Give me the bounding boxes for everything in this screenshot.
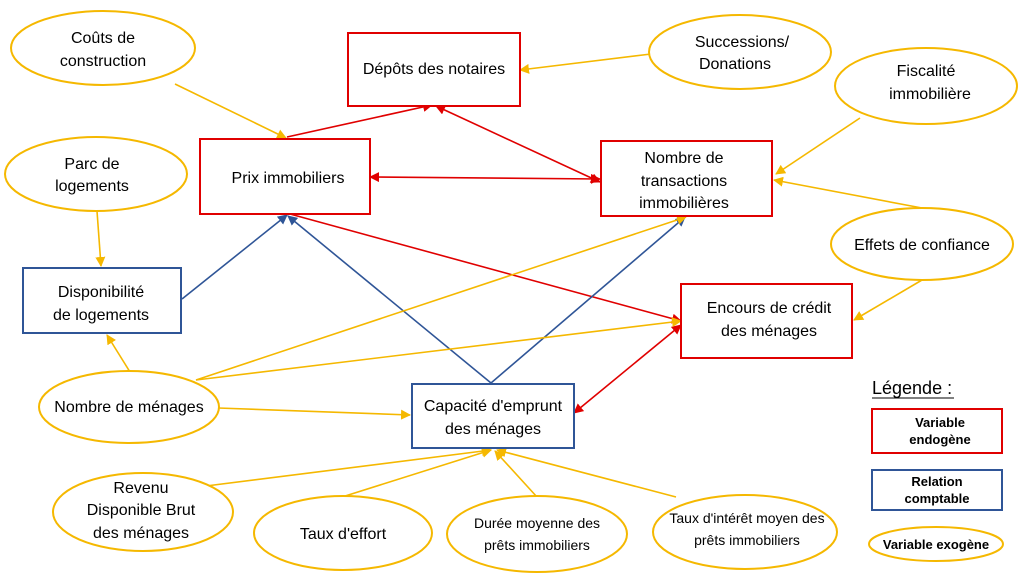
edge-menages-to-disponibilite <box>106 334 131 373</box>
node-successions-donations: Successions/ Donations <box>648 14 832 90</box>
node-label-line: Capacité d'emprunt <box>424 398 563 415</box>
node-label-line: de logements <box>53 307 149 324</box>
node-label-line: Encours de crédit <box>707 300 832 317</box>
edge-parc-to-disponibilite <box>95 210 106 267</box>
node-label-line: des ménages <box>445 421 541 438</box>
legend-endogenous: Variable endogène <box>871 408 1003 454</box>
node-taux-interet: Taux d'intérêt moyen des prêts immobilie… <box>652 494 838 570</box>
legend-label-line: endogène <box>909 432 970 447</box>
node-label-line: Disponibilité <box>58 284 144 301</box>
node-label-line: Fiscalité <box>897 63 956 80</box>
node-label-line: Successions/ <box>695 34 790 51</box>
node-label-line: des ménages <box>721 323 817 340</box>
edge-menages-to-encours <box>195 317 682 381</box>
edge-menages-to-capacite <box>217 407 411 420</box>
node-label-line: immobilières <box>639 195 729 212</box>
node-label-line: Coûts de <box>71 30 135 47</box>
legend-label-line: Relation <box>911 474 962 489</box>
node-label-line: prêts immobiliers <box>484 537 590 553</box>
node-label-line: immobilière <box>889 86 971 103</box>
node-label-line: Donations <box>699 56 771 73</box>
edge-prix-to-encours <box>289 213 682 324</box>
node-label: Taux d'effort <box>300 526 387 543</box>
node-effets-confiance: Effets de confiance <box>830 207 1014 281</box>
edge-confiance-to-encours <box>853 279 923 321</box>
node-label-line: prêts immobiliers <box>694 532 800 548</box>
legend-title: Légende : <box>872 378 952 398</box>
legend-accounting: Relation comptable <box>871 469 1003 511</box>
node-fiscalite-immobiliere: Fiscalité immobilière <box>834 47 1018 125</box>
node-nombre-transactions: Nombre de transactions immobilières <box>600 140 773 217</box>
node-label: Effets de confiance <box>854 237 990 254</box>
node-label-line: Revenu <box>113 480 168 497</box>
edge-menages-to-transactions <box>195 215 687 381</box>
accounting-nodes: Disponibilité de logements Capacité d'em… <box>22 267 575 449</box>
node-encours-credit: Encours de crédit des ménages <box>680 283 853 359</box>
edge-duree-to-capacite <box>494 450 538 498</box>
edge-successions-to-depots <box>519 53 652 74</box>
node-capacite-emprunt: Capacité d'emprunt des ménages <box>411 383 575 449</box>
node-label: Prix immobiliers <box>232 170 345 187</box>
edge-prix-to-depots <box>286 102 433 138</box>
edge-effort-to-capacite <box>341 447 492 498</box>
node-revenu-disponible: Revenu Disponible Brut des ménages <box>52 472 234 552</box>
edge-depots-transactions <box>435 105 601 183</box>
node-label-line: Taux d'intérêt moyen des <box>669 510 824 526</box>
legend: Légende : Variable endogène Relation com… <box>868 378 1004 562</box>
node-label: Nombre de ménages <box>54 399 203 416</box>
node-label-line: des ménages <box>93 525 189 542</box>
node-label-line: logements <box>55 178 129 195</box>
node-disponibilite-logements: Disponibilité de logements <box>22 267 182 334</box>
node-label: Dépôts des notaires <box>363 61 505 78</box>
edge-confiance-to-transactions <box>773 176 923 209</box>
node-nombre-menages: Nombre de ménages <box>38 370 220 444</box>
edge-disponibilite-to-prix <box>181 214 288 300</box>
edge-revenu-to-capacite <box>205 446 492 487</box>
legend-exogenous: Variable exogène <box>868 526 1004 562</box>
node-label-line: transactions <box>641 173 727 190</box>
legend-label: Variable exogène <box>883 537 989 552</box>
node-label-line: Disponible Brut <box>87 502 196 519</box>
endogenous-nodes: Dépôts des notaires Prix immobiliers Nom… <box>199 32 853 359</box>
node-label-line: Parc de <box>64 156 119 173</box>
edge-capacite-to-prix <box>287 215 492 384</box>
edge-prix-transactions <box>369 172 601 184</box>
exogenous-nodes: Coûts de construction Successions/ Donat… <box>4 10 1018 573</box>
node-couts-construction: Coûts de construction <box>10 10 196 86</box>
edge-taux-to-capacite <box>496 447 677 498</box>
node-prix-immobiliers: Prix immobiliers <box>199 138 371 215</box>
legend-label-line: Variable <box>915 415 965 430</box>
edge-capacite-encours <box>573 324 682 414</box>
node-label-line: construction <box>60 53 146 70</box>
legend-label-line: comptable <box>904 491 969 506</box>
edge-fiscalite-to-transactions <box>775 117 861 175</box>
node-depots-notaires: Dépôts des notaires <box>347 32 521 107</box>
node-label-line: Nombre de <box>644 150 723 167</box>
edge-couts-to-prix <box>174 83 287 139</box>
node-parc-logements: Parc de logements <box>4 136 188 212</box>
edge-capacite-to-transactions <box>490 216 686 384</box>
node-duree-prets: Durée moyenne des prêts immobiliers <box>446 495 628 573</box>
node-taux-effort: Taux d'effort <box>253 495 433 571</box>
node-label-line: Durée moyenne des <box>474 515 600 531</box>
edges <box>95 53 923 498</box>
